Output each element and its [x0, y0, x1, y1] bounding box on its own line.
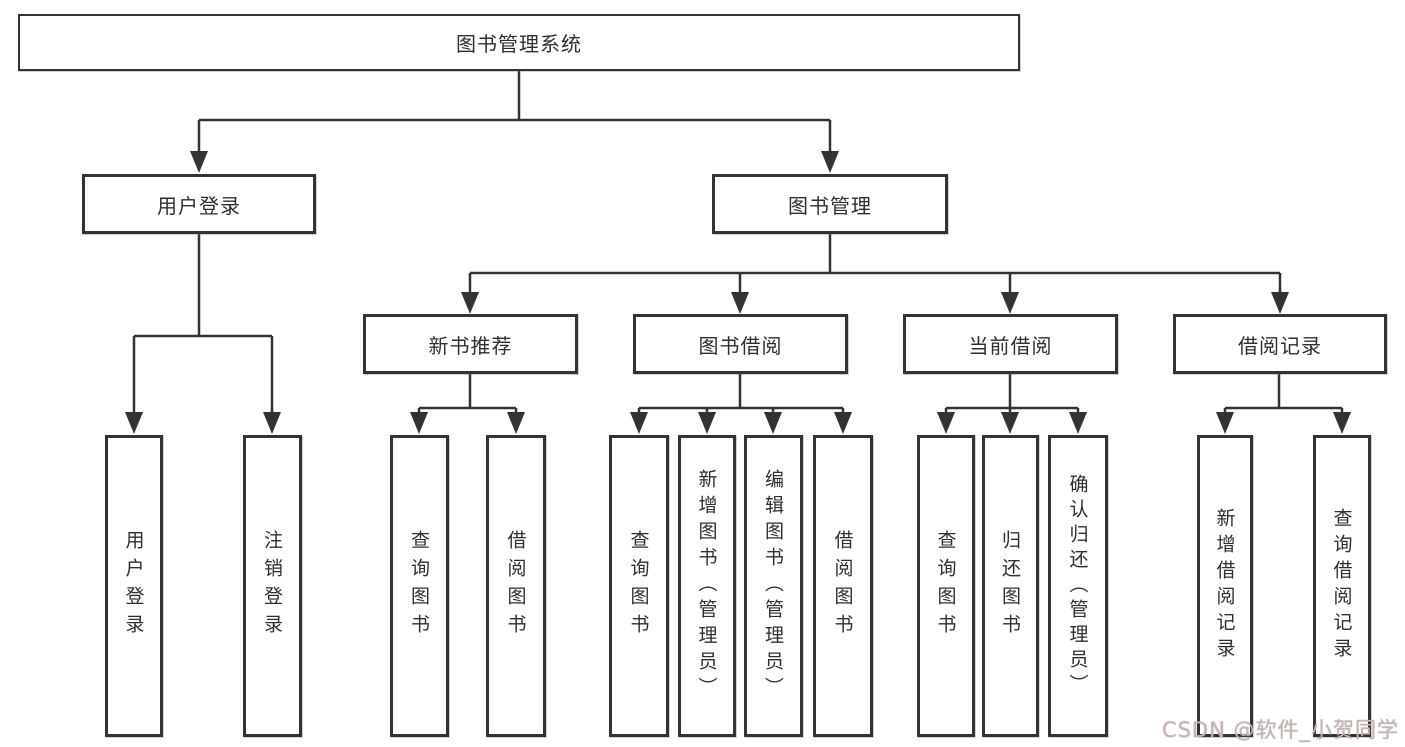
leaf-user-login: 用户登录 — [105, 435, 163, 737]
node-library-management-system: 图书管理系统 — [18, 14, 1020, 71]
node-label: 新书推荐 — [428, 333, 513, 358]
node-label: 查询图书 — [934, 530, 957, 642]
node-label: 用户登录 — [122, 530, 145, 642]
node-label: 图书借阅 — [698, 333, 783, 358]
node-book-management: 图书管理 — [712, 174, 948, 234]
node-label: 查询图书 — [408, 530, 430, 642]
node-new-book-recommend: 新书推荐 — [363, 314, 578, 374]
leaf-query-borrow-record: 查询借阅记录 — [1313, 435, 1371, 737]
leaf-edit-book-admin: 编辑图书（管理员） — [744, 435, 803, 737]
leaf-query-books-current: 查询图书 — [917, 435, 975, 737]
leaf-logout: 注销登录 — [243, 435, 302, 737]
node-label: 编辑图书（管理员） — [762, 469, 784, 703]
node-label: 用户登录 — [157, 193, 241, 218]
leaf-borrow-books-recommend: 借阅图书 — [486, 435, 546, 737]
node-label: 归还图书 — [999, 530, 1021, 642]
node-label: 图书管理系统 — [456, 32, 582, 56]
node-book-borrowing: 图书借阅 — [633, 314, 848, 374]
leaf-query-books-recommend: 查询图书 — [390, 435, 449, 737]
leaf-return-book: 归还图书 — [982, 435, 1039, 737]
csdn-watermark: CSDN @软件_小贺同学 — [1161, 718, 1399, 742]
node-label: 新增借阅记录 — [1213, 508, 1236, 664]
leaf-confirm-return-admin: 确认归还（管理员） — [1048, 435, 1108, 737]
node-label: 确认归还（管理员） — [1066, 473, 1089, 699]
node-label: 注销登录 — [261, 530, 283, 642]
node-label: 新增图书（管理员） — [695, 469, 718, 703]
node-label: 当前借阅 — [968, 333, 1053, 358]
node-label: 借阅图书 — [504, 530, 527, 642]
node-label: 借阅图书 — [831, 530, 854, 642]
node-user-login: 用户登录 — [82, 174, 316, 234]
node-label: 图书管理 — [788, 193, 872, 218]
node-current-borrowing: 当前借阅 — [903, 314, 1118, 374]
leaf-add-borrow-record: 新增借阅记录 — [1197, 435, 1253, 737]
node-label: 查询图书 — [627, 530, 650, 642]
node-label: 借阅记录 — [1238, 333, 1322, 358]
leaf-query-books-borrow: 查询图书 — [609, 435, 669, 737]
leaf-add-book-admin: 新增图书（管理员） — [678, 435, 736, 737]
node-borrow-records: 借阅记录 — [1173, 314, 1387, 374]
leaf-borrow-books: 借阅图书 — [813, 435, 873, 737]
arrowhead-icons — [125, 151, 1351, 434]
node-label: 查询借阅记录 — [1330, 508, 1353, 664]
